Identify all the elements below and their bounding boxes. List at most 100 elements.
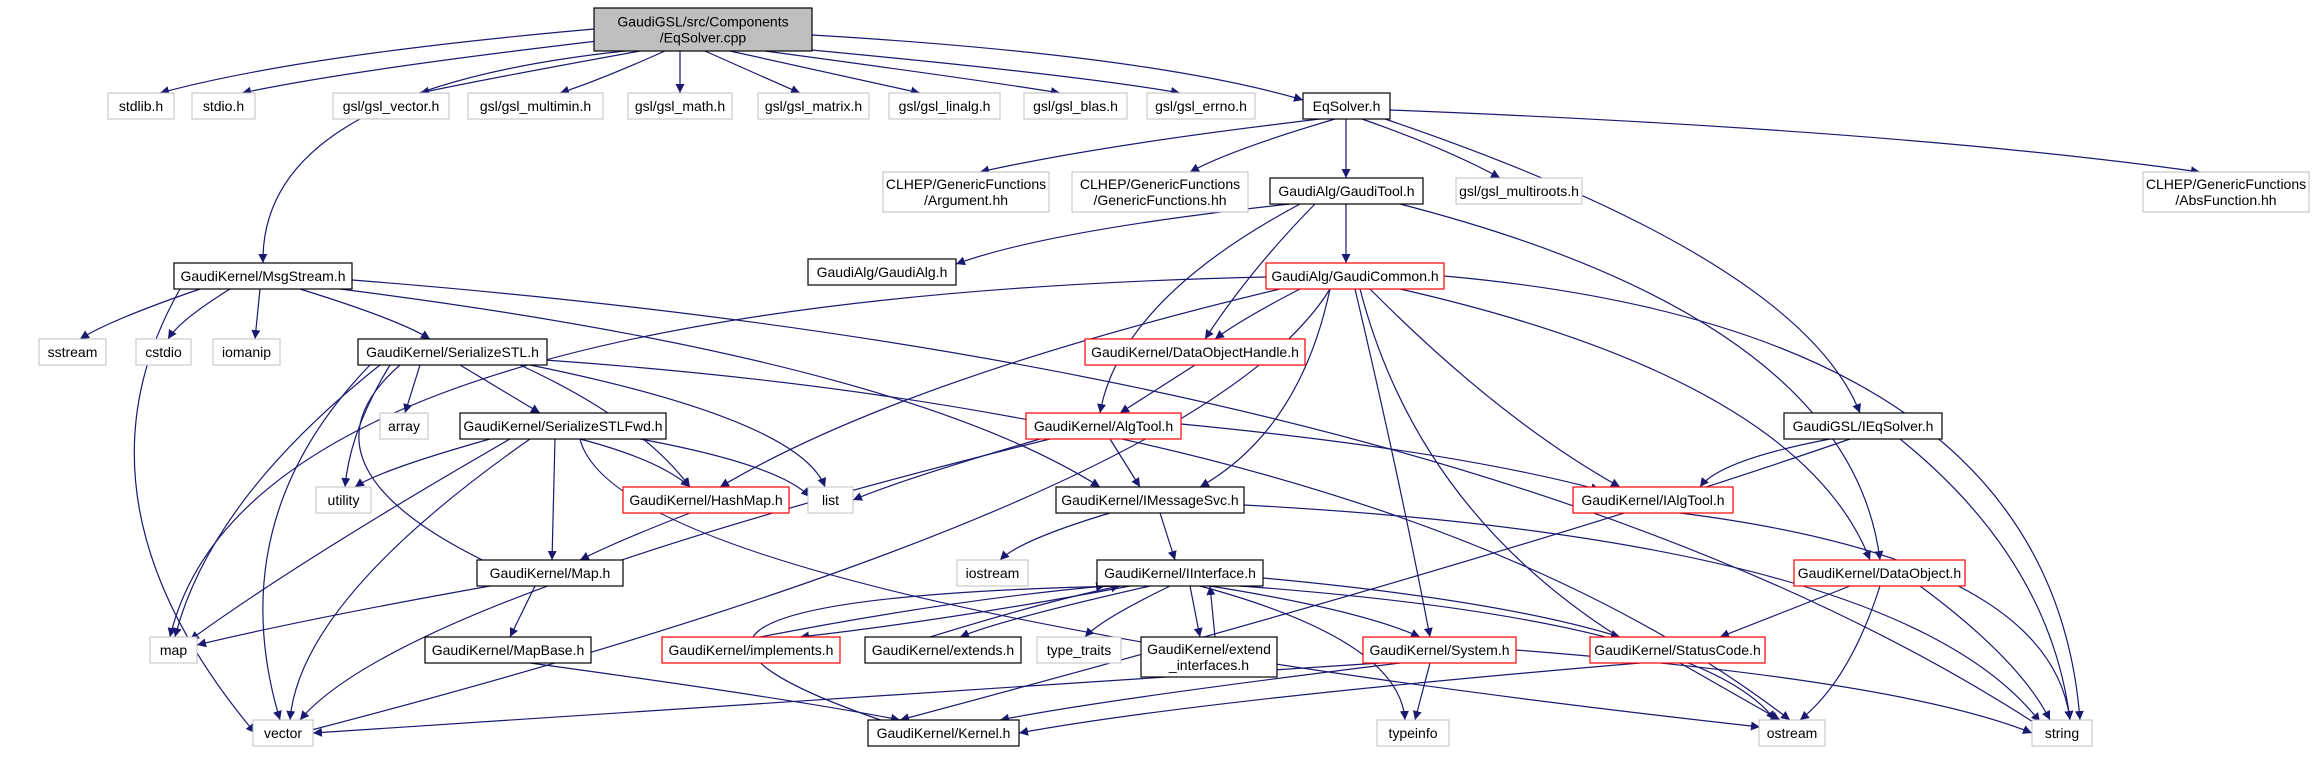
- node-extends[interactable]: GaudiKernel/extends.h: [864, 636, 1022, 664]
- node-box-iomanip: [212, 338, 281, 366]
- node-label-gslvector: gsl/gsl_vector.h: [343, 98, 440, 114]
- node-label-iomanip: iomanip: [222, 344, 271, 360]
- node-box-dataobject: [1793, 559, 1966, 587]
- edge-imessagesvc-to-iinterface: [1159, 512, 1177, 561]
- edge-root-to-stdio: [241, 39, 607, 96]
- node-label-map: map: [160, 642, 187, 658]
- node-box-gslvector: [332, 92, 450, 120]
- node-eqsolver[interactable]: EqSolver.h: [1302, 92, 1391, 120]
- edge-root-to-gslblas: [764, 50, 1061, 96]
- node-box-argument: [882, 171, 1050, 213]
- node-box-extendif: [1140, 636, 1278, 678]
- node-serializefwd[interactable]: GaudiKernel/SerializeSTLFwd.h: [459, 412, 667, 440]
- node-box-gslmath: [627, 92, 733, 120]
- node-gaudicommon[interactable]: GaudiAlg/GaudiCommon.h: [1265, 262, 1445, 290]
- edge-gauditool-to-dataobject: [1399, 203, 1884, 561]
- edge-serializestl-to-ostream: [544, 359, 1791, 721]
- node-mapbase[interactable]: GaudiKernel/MapBase.h: [424, 636, 592, 664]
- node-string: string: [2031, 719, 2093, 747]
- node-box-serializefwd: [459, 412, 667, 440]
- edge-root-to-gslmatrix: [704, 50, 801, 94]
- node-extendif[interactable]: GaudiKernel/extend_interfaces.h: [1140, 636, 1278, 678]
- node-array: array: [379, 412, 429, 440]
- node-root[interactable]: GaudiGSL/src/Components/EqSolver.cpp: [593, 7, 813, 52]
- node-algtool[interactable]: GaudiKernel/AlgTool.h: [1025, 412, 1182, 440]
- node-ieqsolver[interactable]: GaudiGSL/IEqSolver.h: [1783, 412, 1943, 440]
- node-label-implements: GaudiKernel/implements.h: [669, 642, 834, 658]
- edge-ialgtool-to-string: [1679, 512, 2074, 721]
- node-box-cstdio: [135, 338, 192, 366]
- edge-dataobject-to-statuscode: [1719, 585, 1851, 638]
- node-gslblas: gsl/gsl_blas.h: [1023, 92, 1128, 120]
- node-msgstream[interactable]: GaudiKernel/MsgStream.h: [173, 262, 353, 290]
- node-dataobject[interactable]: GaudiKernel/DataObject.h: [1793, 559, 1966, 587]
- edge-mapbase-to-kernel: [529, 662, 901, 723]
- edge-root-to-stdlib: [159, 28, 595, 95]
- node-imessagesvc[interactable]: GaudiKernel/IMessageSvc.h: [1055, 486, 1245, 514]
- node-box-system: [1362, 636, 1517, 664]
- node-label-gsllinalg: gsl/gsl_linalg.h: [899, 98, 991, 114]
- edge-serializestl-to-vector: [262, 364, 371, 721]
- edge-gaudicommon-to-dataobjhandle: [1214, 288, 1301, 340]
- node-statuscode[interactable]: GaudiKernel/StatusCode.h: [1589, 636, 1766, 664]
- edge-root-to-eqsolver: [811, 34, 1304, 102]
- node-map_h[interactable]: GaudiKernel/Map.h: [476, 559, 624, 587]
- node-box-ieqsolver: [1783, 412, 1943, 440]
- node-label-serializefwd: GaudiKernel/SerializeSTLFwd.h: [463, 418, 662, 434]
- edge-eqsolver-to-genfunc: [1189, 118, 1336, 173]
- node-label-iostream: iostream: [966, 565, 1020, 581]
- edge-imessagesvc-to-iostream: [999, 512, 1111, 561]
- node-serializestl[interactable]: GaudiKernel/SerializeSTL.h: [357, 338, 548, 366]
- edge-serializestl-to-map_h: [358, 364, 511, 574]
- edge-gauditool-to-dataobjhandle: [1204, 203, 1316, 340]
- node-box-statuscode: [1589, 636, 1766, 664]
- edge-serializefwd-to-vector: [286, 438, 531, 721]
- node-gslmultimin: gsl/gsl_multimin.h: [467, 92, 604, 120]
- node-label-statuscode: GaudiKernel/StatusCode.h: [1594, 642, 1761, 658]
- node-box-ialgtool: [1572, 486, 1734, 514]
- node-label-kernel: GaudiKernel/Kernel.h: [877, 725, 1011, 741]
- node-implements[interactable]: GaudiKernel/implements.h: [661, 636, 841, 664]
- node-hashmap[interactable]: GaudiKernel/HashMap.h: [622, 486, 790, 514]
- node-label-gslblas: gsl/gsl_blas.h: [1033, 98, 1118, 114]
- node-gslmath: gsl/gsl_math.h: [627, 92, 733, 120]
- node-box-gslblas: [1023, 92, 1128, 120]
- node-box-stdlib: [107, 92, 175, 120]
- node-stdlib: stdlib.h: [107, 92, 175, 120]
- node-kernel[interactable]: GaudiKernel/Kernel.h: [867, 719, 1020, 747]
- node-label-utility: utility: [328, 492, 360, 508]
- edge-root-to-gslvector: [419, 50, 641, 96]
- edge-iinterface-to-extends: [959, 585, 1151, 638]
- edge-algtool-to-imessagesvc: [1109, 438, 1141, 488]
- node-iinterface[interactable]: GaudiKernel/IInterface.h: [1096, 559, 1264, 587]
- edge-map_h-to-map: [196, 585, 491, 648]
- node-label-msgstream: GaudiKernel/MsgStream.h: [181, 268, 346, 284]
- edge-gaudicommon-to-system: [1354, 288, 1433, 638]
- edge-map_h-to-mapbase: [509, 585, 536, 638]
- node-genfunc: CLHEP/GenericFunctions/GenericFunctions.…: [1071, 171, 1249, 213]
- node-box-iostream: [956, 559, 1029, 587]
- node-map: map: [149, 636, 198, 664]
- node-label-list: list: [822, 492, 839, 508]
- edge-gaudicommon-to-ialgtool: [1369, 288, 1621, 488]
- node-label-imessagesvc: GaudiKernel/IMessageSvc.h: [1061, 492, 1238, 508]
- node-box-algtool: [1025, 412, 1182, 440]
- node-label-algtool: GaudiKernel/AlgTool.h: [1034, 418, 1173, 434]
- node-label-string: string: [2045, 725, 2079, 741]
- node-cstdio: cstdio: [135, 338, 192, 366]
- edge-iinterface-to-implements: [799, 585, 1131, 641]
- edge-dataobject-to-string: [1919, 585, 2051, 721]
- edge-serializestl-to-list: [529, 364, 827, 488]
- edge-msgstream-to-imessagesvc: [339, 288, 1101, 488]
- node-box-sstream: [38, 338, 107, 366]
- node-label-gaudialg: GaudiAlg/GaudiAlg.h: [817, 264, 948, 280]
- node-box-string: [2031, 719, 2093, 747]
- node-dataobjhandle[interactable]: GaudiKernel/DataObjectHandle.h: [1084, 338, 1306, 366]
- node-system[interactable]: GaudiKernel/System.h: [1362, 636, 1517, 664]
- node-ialgtool[interactable]: GaudiKernel/IAlgTool.h: [1572, 486, 1734, 514]
- node-gauditool[interactable]: GaudiAlg/GaudiTool.h: [1269, 177, 1424, 205]
- node-gaudialg[interactable]: GaudiAlg/GaudiAlg.h: [807, 258, 957, 286]
- edge-implements-to-iinterface: [759, 582, 1106, 638]
- node-label-root: GaudiGSL/src/Components: [617, 14, 788, 30]
- edge-ieqsolver-to-ialgtool: [1699, 438, 1831, 488]
